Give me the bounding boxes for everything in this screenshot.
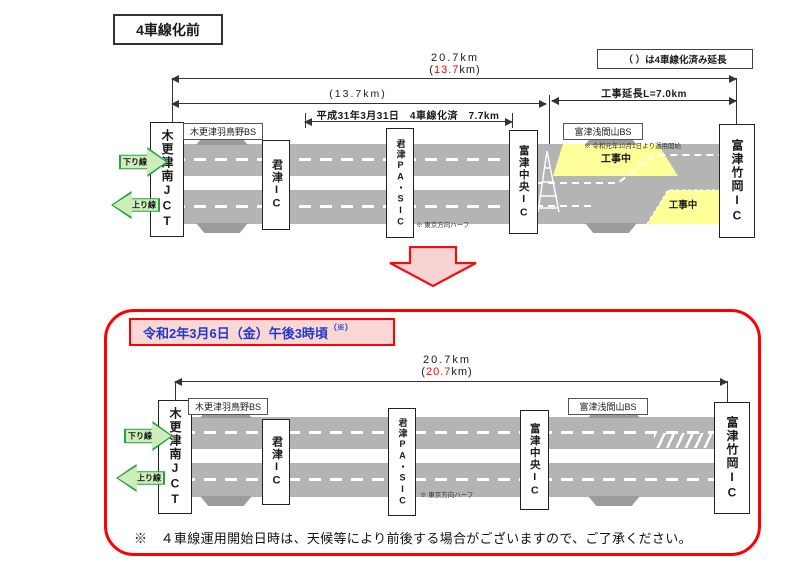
station-kimitsu-ic-before: 君津IC — [262, 140, 290, 230]
down-line-label: 下り線 — [123, 157, 147, 167]
station-label: 君津IC — [270, 436, 283, 488]
paren-close: km) — [459, 64, 481, 76]
station-futtsu-chuo-ic-after: 富津中央IC — [520, 410, 549, 510]
station-kisarazu-minami-jct-after: 木更津南JCT — [158, 400, 192, 514]
paren-open: ( — [429, 64, 434, 76]
station-label: 富津中央IC — [517, 144, 530, 220]
busstop-bump — [585, 223, 637, 233]
dim-heisei-tick-left — [305, 113, 306, 128]
dim-line-total-before — [171, 74, 737, 83]
taper-chevron-marking — [537, 150, 560, 213]
station-label: 君津PA・SIC — [395, 138, 406, 228]
after-header-label: 令和2年3月6日（金）午後3時頃 — [143, 325, 328, 341]
lane-dash-up-after — [162, 478, 738, 481]
busstop-bump — [588, 496, 640, 506]
tokyo-half-note-after: ※ 東京方向ハーフ — [420, 492, 474, 499]
after-header-sup: （※） — [328, 322, 353, 332]
under-construction-label-top: 工事中 — [601, 154, 631, 165]
down-line-arrow-before: 下り線 — [119, 147, 168, 177]
up-line-arrow-before: 上り線 — [111, 191, 160, 219]
station-label: 富津竹岡IC — [725, 415, 739, 501]
up-line-label: 上り線 — [132, 200, 156, 210]
station-kimitsu-pa-sic-after: 君津PA・SIC — [388, 408, 416, 516]
station-futtsu-takeoka-ic-after: 富津竹岡IC — [714, 402, 750, 514]
dim-total-before-label: 20.7km — [430, 52, 480, 64]
lane-dash-down-after — [162, 431, 738, 434]
bs-label-hatorino-after: 木更津羽鳥野BS — [188, 398, 268, 415]
closed-area-outline — [646, 189, 719, 224]
station-label: 木更津南JCT — [160, 129, 174, 230]
down-line-arrow-after: 下り線 — [124, 421, 173, 451]
road-median-before — [150, 176, 536, 190]
weather-disclaimer-note: ※ ４車線運用開始日時は、天候等により前後する場合がございますので、ご了承くださ… — [134, 531, 692, 546]
dim-total-after-label: 20.7km — [422, 354, 472, 366]
dim-total-before-paren: (13.7km) — [355, 64, 555, 76]
station-label: 君津PA・SIC — [397, 417, 408, 507]
station-label: 木更津南JCT — [168, 406, 182, 508]
busstop-bump — [585, 135, 637, 145]
dim-ext-right-after — [727, 381, 728, 411]
dim-heisei-label: 平成31年3月31日 4車線化済 7.7km — [316, 111, 500, 122]
down-line-label: 下り線 — [128, 431, 152, 441]
title-before-label: 4車線化前 — [136, 21, 200, 38]
bs-label-hatorino-before: 木更津羽鳥野BS — [183, 123, 263, 140]
dim-line-construction — [551, 96, 737, 105]
dim-construction-label: 工事延長L=7.0km — [601, 89, 687, 100]
after-header-box: 令和2年3月6日（金）午後3時頃 （※） — [129, 318, 395, 346]
legend-note-label: （ ）は4車線化済み延長 — [623, 55, 727, 66]
paren-close: km) — [451, 366, 473, 378]
tokyo-half-note-before: ※ 東京方向ハーフ — [416, 222, 470, 229]
up-line-label: 上り線 — [137, 473, 161, 483]
title-before-box: 4車線化前 — [113, 14, 223, 45]
lane-dash-up-before — [152, 205, 536, 208]
construction-zone-graphic — [536, 144, 719, 224]
road-median-after — [160, 449, 740, 463]
contraflow-dash-line — [536, 154, 719, 184]
station-label: 富津竹岡IC — [730, 138, 744, 224]
bs-label-sengenyama-before: 富津浅間山BS — [563, 123, 643, 140]
sengenyama-operation-note: ※ 令和元年10月1日より運用開始 — [584, 143, 682, 150]
busstop-bump — [196, 223, 248, 233]
transition-arrow-icon — [389, 246, 477, 288]
merge-hatch-marking — [654, 433, 712, 448]
station-kisarazu-minami-jct-before: 木更津南JCT — [150, 122, 184, 237]
down-arrow-shape — [389, 246, 477, 288]
busstop-bump — [196, 135, 248, 145]
paren-value-red: 13.7 — [433, 64, 460, 76]
dim-four-laned-label: (13.7km) — [329, 88, 387, 100]
station-kimitsu-pa-sic-before: 君津PA・SIC — [386, 128, 414, 238]
dim-total-after-paren: (20.7km) — [347, 366, 547, 378]
dim-ext-mid — [549, 95, 550, 144]
paren-value-red: 20.7 — [425, 366, 452, 378]
up-line-arrow-after: 上り線 — [116, 464, 165, 492]
lane-dash-down-before — [152, 158, 536, 161]
station-futtsu-chuo-ic-before: 富津中央IC — [509, 130, 538, 234]
station-label: 富津中央IC — [528, 422, 541, 498]
bs-label-sengenyama-after: 富津浅間山BS — [568, 398, 648, 415]
paren-open: ( — [421, 366, 426, 378]
dim-line-four-laned — [171, 99, 547, 108]
construction-area-bottom — [647, 190, 719, 224]
station-kimitsu-ic-after: 君津IC — [262, 419, 290, 505]
construction-area-top — [553, 144, 678, 176]
station-futtsu-takeoka-ic-before: 富津竹岡IC — [719, 124, 755, 238]
dim-heisei-tick-right — [512, 113, 513, 128]
dim-line-total-after — [174, 377, 728, 386]
legend-note-box: （ ）は4車線化済み延長 — [597, 49, 753, 69]
dim-line-heisei — [304, 117, 513, 126]
dim-ext-left-after — [175, 381, 176, 409]
busstop-bump — [200, 496, 252, 506]
under-construction-label-bottom: 工事中 — [668, 200, 698, 211]
station-label: 君津IC — [270, 159, 283, 211]
